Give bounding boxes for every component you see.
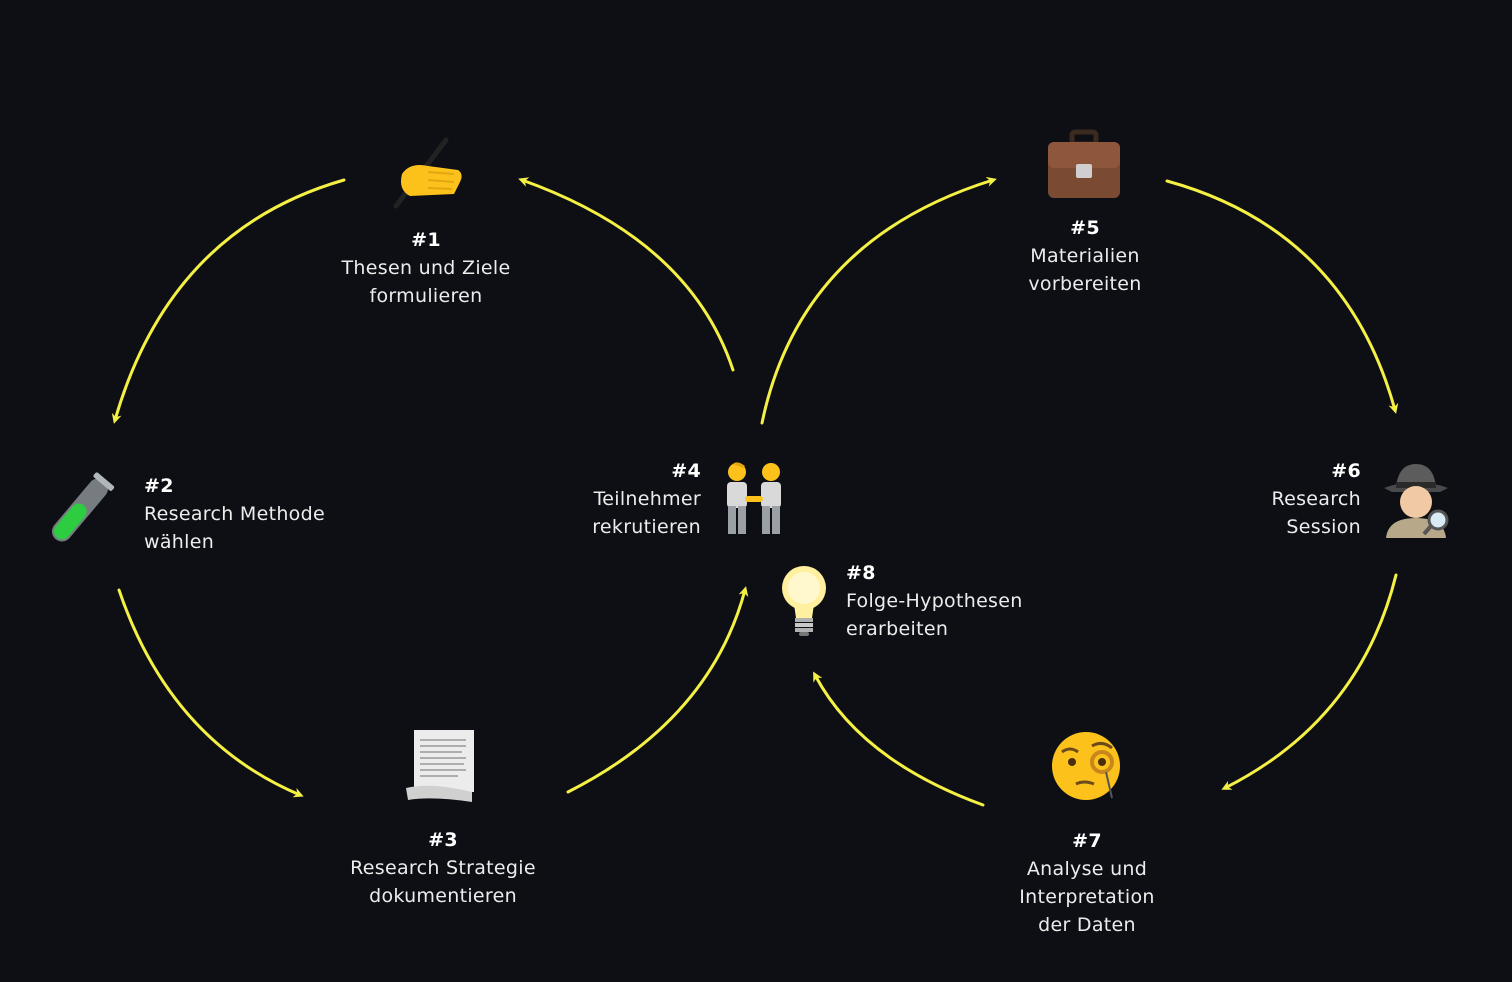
step-label: rekrutieren [592,516,701,538]
step-number: #6 [1331,460,1361,482]
arrow-2-to-3 [117,588,304,798]
step-label: erarbeiten [846,618,949,640]
step-label: Thesen und Ziele [341,257,511,279]
step-number: #5 [1070,217,1100,239]
step-5: #5 Materialien vorbereiten [995,214,1175,298]
step-label: Interpretation [1019,886,1155,908]
step-label: Research Strategie [350,857,536,879]
monocle-face-icon [1048,728,1128,808]
arrow-7-to-8 [813,671,985,807]
step-label: Research Methode [144,503,325,525]
step-7: #7 Analyse und Interpretation der Daten [997,827,1177,939]
arrow-1-to-2 [111,178,346,424]
writing-hand-icon [388,132,468,212]
step-3: #3 Research Strategie dokumentieren [333,826,553,910]
step-label: Research [1271,488,1361,510]
arrow-5-to-6 [1165,179,1399,414]
step-number: #8 [846,562,876,584]
arrow-4-to-5 [760,177,997,425]
step-number: #7 [1072,830,1102,852]
step-1: #1 Thesen und Ziele formulieren [326,226,526,310]
step-4: #4 Teilnehmer rekrutieren [540,457,701,541]
step-label: Materialien [1030,245,1140,267]
step-label: wählen [144,531,215,553]
step-number: #3 [428,829,458,851]
arrow-3-to-4 [566,586,749,794]
arrow-4-to-1 [518,177,735,372]
detective-icon [1376,458,1456,538]
step-label: dokumentieren [369,885,517,907]
step-label: der Daten [1038,914,1136,936]
step-label: Teilnehmer [593,488,701,510]
step-label: Folge-Hypothesen [846,590,1023,612]
step-8: #8 Folge-Hypothesen erarbeiten [846,559,1046,643]
step-number: #1 [411,229,441,251]
arrow-6-to-7 [1221,573,1398,790]
briefcase-icon [1044,126,1124,206]
step-number: #4 [671,460,701,482]
step-label: Session [1286,516,1361,538]
step-6: #6 Research Session [1220,457,1361,541]
test-tube-icon [40,470,120,550]
two-people-icon [715,458,795,538]
step-label: Analyse und [1026,858,1148,880]
step-2: #2 Research Methode wählen [144,472,364,556]
document-icon [402,724,482,804]
step-number: #2 [144,475,174,497]
step-label: formulieren [369,285,483,307]
step-label: vorbereiten [1028,273,1142,295]
light-bulb-icon [764,560,844,640]
